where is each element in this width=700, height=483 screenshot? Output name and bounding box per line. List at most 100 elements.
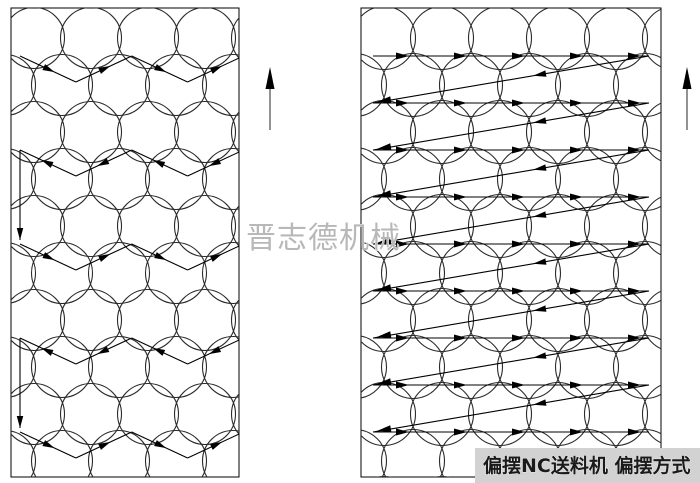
blank-circle — [11, 100, 66, 164]
blank-circle — [116, 194, 180, 258]
zigzag-arrowhead — [209, 253, 223, 262]
blank-circle — [467, 99, 533, 165]
blank-circle — [554, 52, 620, 118]
zigzag-arrowhead — [209, 65, 223, 74]
blank-circle — [467, 287, 533, 353]
blank-circle — [30, 335, 94, 399]
feed-row-arrowhead — [396, 193, 409, 201]
left-panel-blanks — [11, 8, 239, 477]
blank-circle — [11, 430, 37, 477]
feed-row-arrowhead — [512, 381, 525, 389]
zigzag-arrowhead — [98, 253, 111, 262]
diagonal-return-arrowhead — [533, 352, 547, 359]
blank-circle — [361, 53, 388, 117]
blank-circle — [87, 147, 151, 211]
blank-circle — [612, 146, 661, 212]
zigzag-arrowhead — [98, 441, 111, 450]
blank-circle — [496, 52, 562, 118]
caption-background — [475, 448, 700, 483]
feed-row-arrowhead — [454, 287, 467, 295]
feed-row-arrowhead — [454, 428, 467, 436]
diagonal-return-segment — [372, 102, 650, 151]
zigzag-arrowhead — [152, 159, 166, 168]
blank-circle — [173, 194, 237, 258]
feed-row-arrowhead — [628, 99, 641, 107]
blank-circle — [525, 381, 591, 447]
zigzag-arrowhead — [97, 158, 110, 167]
zigzag-arrowhead — [208, 346, 222, 355]
zigzag-arrowhead — [154, 64, 167, 73]
blank-circle — [201, 335, 239, 399]
blank-circle — [116, 100, 180, 164]
blank-circle — [554, 146, 620, 212]
diagonal-return-arrowhead — [377, 143, 392, 151]
blank-circle — [361, 429, 388, 477]
diagonal-return-segment — [372, 149, 650, 198]
blank-circle — [612, 334, 661, 400]
blank-circle — [438, 146, 504, 212]
feed-direction-arrowhead — [682, 67, 692, 89]
feed-row-arrowhead — [512, 99, 525, 107]
right-panel-feed-path — [372, 52, 650, 436]
caption-text: 偏摆NC送料机 偏摆方式 — [483, 454, 690, 477]
blank-circle — [612, 240, 661, 306]
blank-circle — [361, 147, 388, 211]
feed-row-arrowhead — [628, 52, 641, 60]
zigzag-arrowhead — [208, 158, 222, 167]
feed-row-arrowhead — [570, 240, 583, 248]
blank-circle — [612, 52, 661, 118]
feed-row-arrowhead — [628, 381, 641, 389]
feed-row-arrowhead — [570, 193, 583, 201]
feed-row-arrowhead — [570, 428, 583, 436]
diagonal-return-arrowhead — [377, 284, 392, 292]
feed-row-arrowhead — [628, 287, 641, 295]
index-return-arrowhead — [16, 228, 24, 240]
blank-circle — [144, 335, 208, 399]
blank-circle — [380, 428, 446, 477]
zigzag-arrowhead — [98, 65, 111, 74]
blank-circle — [30, 53, 94, 117]
blank-circle — [380, 334, 446, 400]
diagonal-return-arrowhead — [533, 117, 547, 124]
diagonal-return-arrowhead — [377, 331, 392, 339]
blank-circle — [173, 100, 237, 164]
blank-circle — [116, 382, 180, 446]
blank-circle — [438, 52, 504, 118]
blank-circle — [144, 53, 208, 117]
blank-circle — [144, 241, 208, 305]
feed-row-arrowhead — [396, 52, 409, 60]
diagonal-return-arrowhead — [377, 378, 392, 386]
feed-row-arrowhead — [396, 99, 409, 107]
diagonal-return-segment — [372, 290, 650, 339]
blank-circle — [467, 8, 533, 71]
blank-circle — [438, 334, 504, 400]
feed-row-arrowhead — [570, 287, 583, 295]
feed-row-arrowhead — [570, 99, 583, 107]
blank-circle — [554, 334, 620, 400]
blank-circle — [496, 146, 562, 212]
blank-circle — [116, 288, 180, 352]
blank-circle — [641, 196, 661, 256]
blank-circle — [30, 147, 94, 211]
feed-direction-arrows — [265, 67, 692, 130]
blank-circle — [583, 193, 649, 259]
feed-row-arrowhead — [454, 52, 467, 60]
diagonal-return-arrowhead — [533, 70, 547, 77]
feed-row-arrowhead — [512, 193, 525, 201]
feed-row-arrowhead — [628, 240, 641, 248]
blank-circle — [230, 393, 239, 435]
blank-circle — [583, 381, 649, 447]
watermark-text: 晋志德机械 — [246, 221, 401, 256]
blank-circle — [583, 99, 649, 165]
blank-circle — [554, 240, 620, 306]
blank-circle — [641, 102, 661, 162]
zigzag-arrowhead — [152, 347, 166, 356]
feed-row-arrowhead — [570, 146, 583, 154]
feed-row-arrowhead — [396, 334, 409, 342]
blank-circle — [525, 287, 591, 353]
blank-circle — [201, 53, 239, 117]
blank-circle — [230, 205, 239, 247]
feed-row-arrowhead — [396, 287, 409, 295]
right-panel — [360, 7, 662, 478]
blank-circle — [201, 241, 239, 305]
